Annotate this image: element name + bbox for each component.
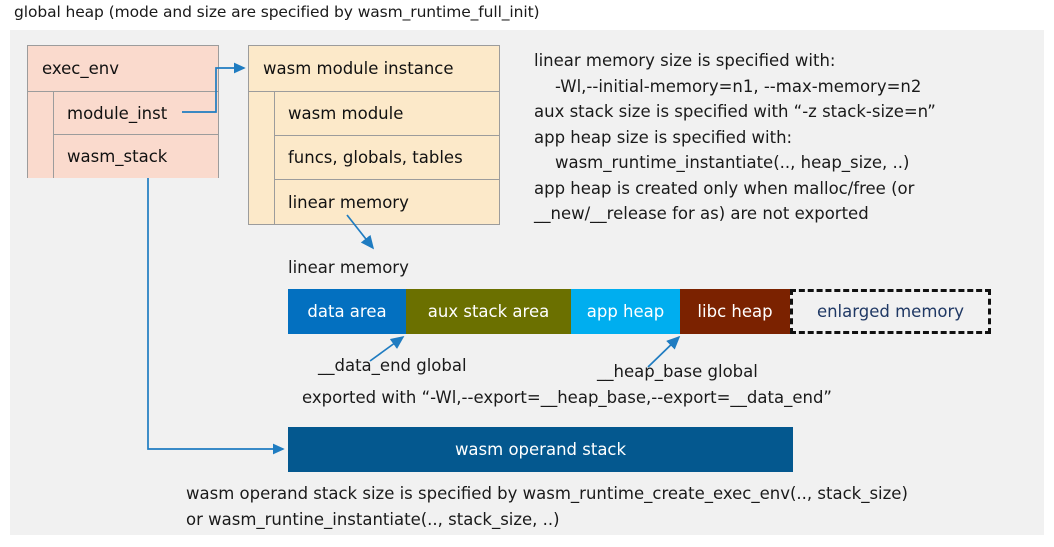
row-wasm-module: wasm module	[275, 92, 499, 136]
mem-segment-enlarged-memory: enlarged memory	[790, 289, 991, 334]
row-funcs-globals-tables: funcs, globals, tables	[275, 136, 499, 180]
mem-segment-libc-heap: libc heap	[680, 289, 790, 334]
page-title: global heap (mode and size are specified…	[14, 3, 540, 21]
annotation-heap-base: __heap_base global	[597, 362, 758, 381]
row-linear-memory: linear memory	[275, 180, 499, 224]
exec-env-indent	[28, 92, 54, 178]
linear-memory-bar: data area aux stack area app heap libc h…	[288, 289, 991, 334]
linear-memory-info-text: linear memory size is specified with: -W…	[534, 51, 936, 223]
wasm-module-instance-box: wasm module instance wasm module funcs, …	[248, 45, 500, 225]
exec-env-row-module-inst: module_inst	[54, 92, 218, 135]
annotation-data-end: __data_end global	[318, 356, 467, 375]
wasm-module-instance-body: wasm module funcs, globals, tables linea…	[249, 92, 499, 224]
mem-segment-app-heap: app heap	[571, 289, 680, 334]
wasm-operand-stack-bar: wasm operand stack	[288, 427, 793, 472]
exec-env-row-wasm-stack: wasm_stack	[54, 135, 218, 178]
linear-memory-label: linear memory	[288, 258, 409, 277]
annotation-exported: exported with “-Wl,--export=__heap_base,…	[302, 388, 832, 407]
mem-segment-data-area: data area	[288, 289, 406, 334]
exec-env-rows: module_inst wasm_stack	[54, 92, 218, 178]
wasm-module-instance-rows: wasm module funcs, globals, tables linea…	[275, 92, 499, 224]
exec-env-box: exec_env module_inst wasm_stack	[27, 45, 219, 178]
wasm-module-instance-indent	[249, 92, 275, 224]
exec-env-body: module_inst wasm_stack	[28, 92, 218, 178]
exec-env-header: exec_env	[28, 46, 218, 92]
wasm-module-instance-header: wasm module instance	[249, 46, 499, 92]
operand-stack-info-text: wasm operand stack size is specified by …	[186, 484, 908, 529]
mem-segment-aux-stack-area: aux stack area	[406, 289, 571, 334]
